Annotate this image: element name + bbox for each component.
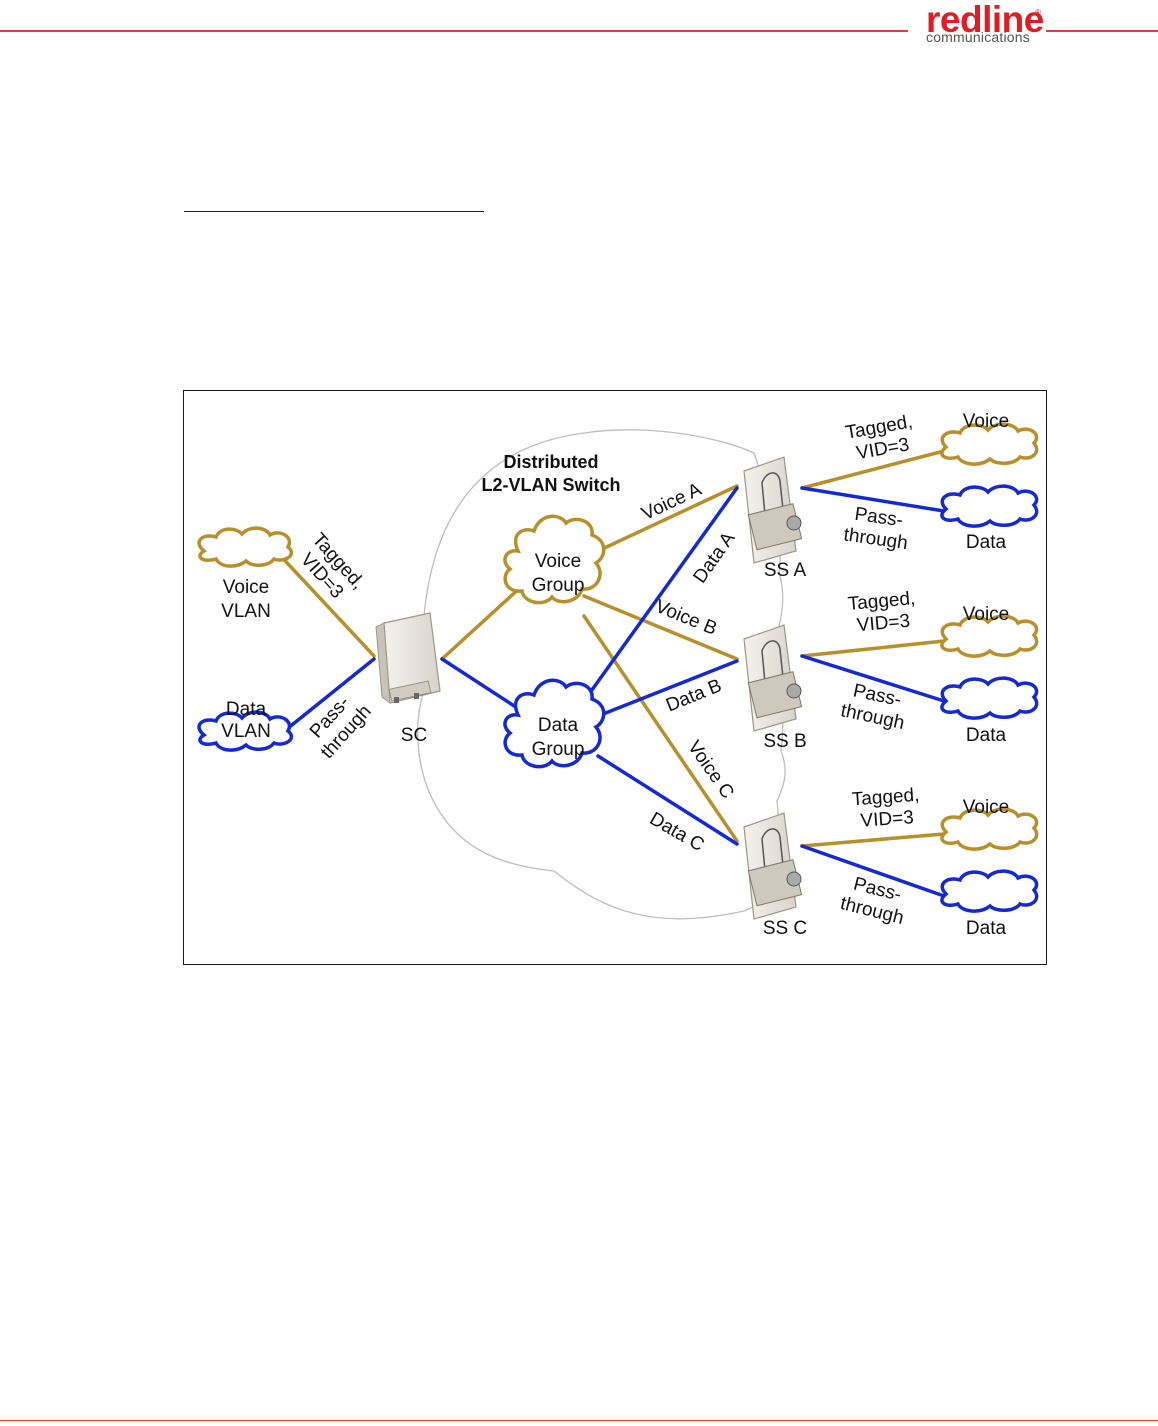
ss-c-voice-cloud: [940, 807, 1039, 851]
vlan-diagram: Distributed L2-VLAN Switch Voice VLAN Da…: [197, 411, 1039, 939]
logo-wordmark: redline: [926, 0, 1044, 40]
link-ssc-voice: [800, 832, 946, 848]
header-rule-left: [0, 30, 908, 32]
logo-registered-mark: ®: [1035, 8, 1041, 17]
section-rule: [184, 211, 484, 212]
data-vlan-label-1: Data: [226, 699, 267, 720]
ss-b-voice-cloud: [940, 614, 1039, 658]
link-ssa-data: [800, 486, 946, 513]
ss-b-data-cloud: [940, 676, 1039, 720]
link-label-data-b: Data B: [663, 675, 725, 716]
link-label-voice-c: Voice C: [683, 737, 738, 803]
link-ssc-data: [800, 844, 946, 898]
ss-c-tagged-label-2: VID=3: [860, 807, 915, 832]
link-voice-c: [582, 614, 739, 843]
data-group-label-2: Group: [532, 739, 585, 760]
link-lines: [270, 449, 946, 898]
link-data-a: [582, 486, 739, 703]
ss-a-data-label: Data: [966, 532, 1007, 553]
voice-vlan-label-1: Voice: [223, 577, 269, 598]
link-data-b: [596, 659, 739, 718]
data-vlan-cloud: [197, 710, 294, 752]
ss-a-voice-cloud: [940, 422, 1039, 466]
link-ssa-voice: [800, 449, 946, 490]
ss-c-data-label: Data: [966, 918, 1007, 939]
ss-c-voice-label: Voice: [963, 797, 1009, 818]
header-rule-right: [1046, 30, 1158, 32]
ss-a-data-cloud: [940, 484, 1039, 528]
vlan-diagram-figure: Distributed L2-VLAN Switch Voice VLAN Da…: [183, 390, 1047, 965]
logo-subtitle: communications: [926, 29, 1030, 45]
data-group-label-1: Data: [538, 715, 579, 736]
link-ssb-data: [800, 654, 946, 703]
sc-device-icon: [375, 612, 441, 705]
ss-a-device-icon: [743, 456, 803, 564]
link-voice-vlan-sc: [274, 549, 376, 658]
link-data-c: [596, 754, 739, 846]
ss-b-tagged-label-2: VID=3: [856, 611, 911, 637]
ss-c-device-icon: [743, 812, 803, 920]
ss-b-data-label: Data: [966, 725, 1007, 746]
ss-a-label: SS A: [764, 560, 807, 581]
switch-title-line-1: Distributed: [503, 452, 598, 472]
data-group-cloud: [503, 678, 606, 769]
voice-vlan-label-2: VLAN: [221, 601, 271, 622]
switch-boundary: [417, 429, 786, 920]
voice-group-label-2: Group: [532, 575, 585, 596]
ss-b-voice-label: Voice: [963, 604, 1009, 625]
link-voice-a: [596, 484, 739, 553]
link-ssb-voice: [800, 639, 946, 658]
ss-a-voice-label: Voice: [963, 411, 1009, 432]
link-label-data-a: Data A: [690, 528, 740, 587]
ss-c-data-cloud: [940, 869, 1039, 913]
link-voice-b: [582, 594, 739, 661]
voice-vlan-cloud: [197, 526, 294, 568]
link-label-voice-b: Voice B: [652, 596, 720, 640]
link-label-data-c: Data C: [646, 808, 708, 856]
ss-c-tagged-label-1: Tagged,: [851, 785, 920, 811]
data-vlan-label-2: VLAN: [221, 721, 271, 742]
link-sc-data-group: [440, 657, 524, 713]
ss-b-device-icon: [743, 624, 803, 732]
voice-group-label-1: Voice: [535, 551, 581, 572]
ss-c-label: SS C: [763, 918, 807, 939]
ss-b-label: SS B: [763, 731, 806, 752]
switch-title-line-2: L2-VLAN Switch: [481, 475, 620, 495]
link-sc-voice-group: [440, 584, 524, 661]
footer-rule: [0, 1420, 1158, 1421]
voice-group-cloud: [503, 514, 606, 605]
sc-label: SC: [401, 725, 427, 746]
